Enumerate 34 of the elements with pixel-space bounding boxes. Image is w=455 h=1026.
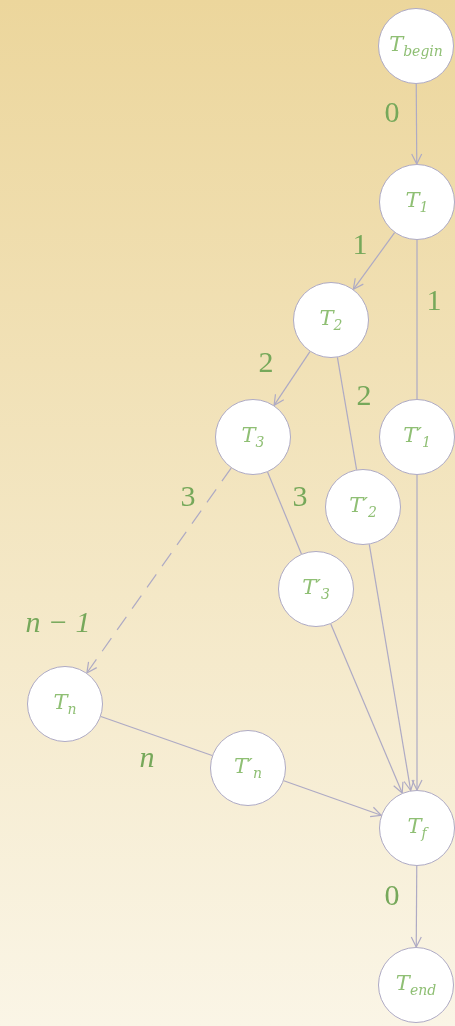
- node-label: T$_{n}$: [53, 690, 77, 718]
- node-label: T′$_{1}$: [403, 423, 431, 451]
- arrow: [368, 543, 415, 792]
- edge-label: 1: [352, 229, 368, 259]
- edge-label: 1: [426, 285, 442, 315]
- edge-label: 2: [356, 380, 372, 410]
- arrow: [410, 865, 422, 948]
- arrow: [352, 232, 396, 290]
- node-label: T′$_{n}$: [234, 754, 262, 782]
- connector-line: [100, 715, 213, 757]
- edge-label: 2: [258, 347, 274, 377]
- node-label: T$_{f}$: [407, 814, 427, 842]
- edge-label: 3: [292, 481, 308, 511]
- node-label: T$_{end}$: [395, 971, 437, 999]
- node-label: T$_{3}$: [241, 423, 265, 451]
- node-label: T′$_{3}$: [302, 575, 330, 603]
- node-label: T$_{2}$: [319, 306, 343, 334]
- edge-label: n: [139, 742, 155, 772]
- arrow: [273, 351, 311, 406]
- connector-line: [266, 471, 303, 555]
- node-label: T$_{1}$: [405, 188, 429, 216]
- arrow: [283, 780, 382, 818]
- edge-label: 3: [180, 481, 196, 511]
- arrow: [411, 474, 423, 791]
- connector-line: [336, 356, 358, 471]
- arrow: [86, 467, 232, 674]
- connector-line: [416, 239, 418, 400]
- node-label: T$_{begin}$: [389, 32, 443, 60]
- arrow: [411, 83, 423, 165]
- arrow: [330, 623, 404, 794]
- annotation-label: n − 1: [25, 607, 91, 637]
- edge-label: 0: [384, 880, 400, 910]
- edge-label: 0: [384, 97, 400, 127]
- node-label: T′$_{2}$: [349, 493, 377, 521]
